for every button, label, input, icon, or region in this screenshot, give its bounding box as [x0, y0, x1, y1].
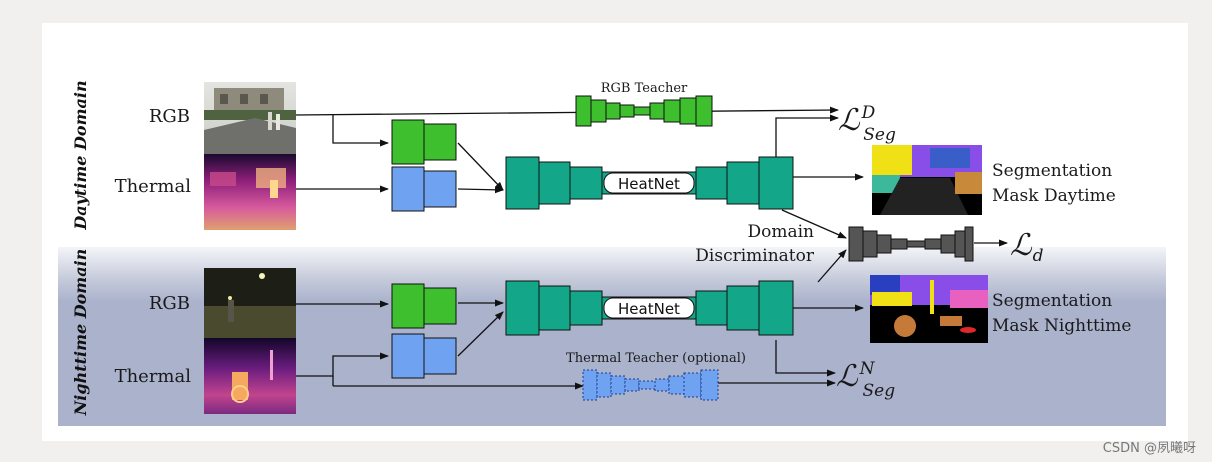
heatnet-night-label-pill — [603, 297, 695, 319]
night-segmentation-mask — [870, 275, 988, 343]
thermal-teacher-label: Thermal Teacher (optional) — [566, 351, 746, 366]
rgb-teacher-label: RGB Teacher — [601, 81, 688, 96]
daytime-domain-label: Daytime Domain — [71, 80, 90, 230]
night-thermal-image — [204, 338, 296, 414]
day-segmentation-mask — [872, 145, 982, 215]
day-output-label-1: Segmentation — [992, 161, 1112, 181]
day-rgb-image — [204, 82, 296, 154]
day-thermal-image — [204, 154, 296, 230]
watermark: CSDN @夙曦呀 — [1102, 441, 1196, 456]
heatnet-day-label-pill — [603, 172, 695, 194]
connection-arrows — [295, 106, 1008, 390]
night-rgb-label: RGB — [149, 293, 190, 314]
night-output-label-2: Mask Nighttime — [992, 316, 1131, 336]
day-rgb-label: RGB — [149, 106, 190, 127]
night-rgb-image — [204, 268, 296, 338]
domain-discriminator-network — [848, 226, 974, 262]
night-thermal-label: Thermal — [115, 366, 192, 387]
day-thermal-encoder — [391, 166, 457, 212]
day-output-label-2: Mask Daytime — [992, 186, 1116, 206]
night-output-label-1: Segmentation — [992, 291, 1112, 311]
domain-discriminator-label-2: Discriminator — [695, 246, 815, 266]
thermal-teacher-network — [582, 369, 719, 401]
nighttime-domain-label: Nighttime Domain — [71, 249, 90, 417]
day-thermal-label: Thermal — [115, 176, 192, 197]
heatnet-night-label: HeatNet — [618, 300, 680, 318]
night-thermal-encoder — [391, 333, 457, 379]
loss-discriminator: ℒd — [1010, 228, 1044, 266]
domain-discriminator-label-1: Domain — [747, 222, 814, 242]
heatnet-day-label: HeatNet — [618, 175, 680, 193]
rgb-teacher-network — [575, 95, 713, 127]
night-rgb-encoder — [391, 283, 457, 329]
day-rgb-encoder — [391, 119, 457, 165]
